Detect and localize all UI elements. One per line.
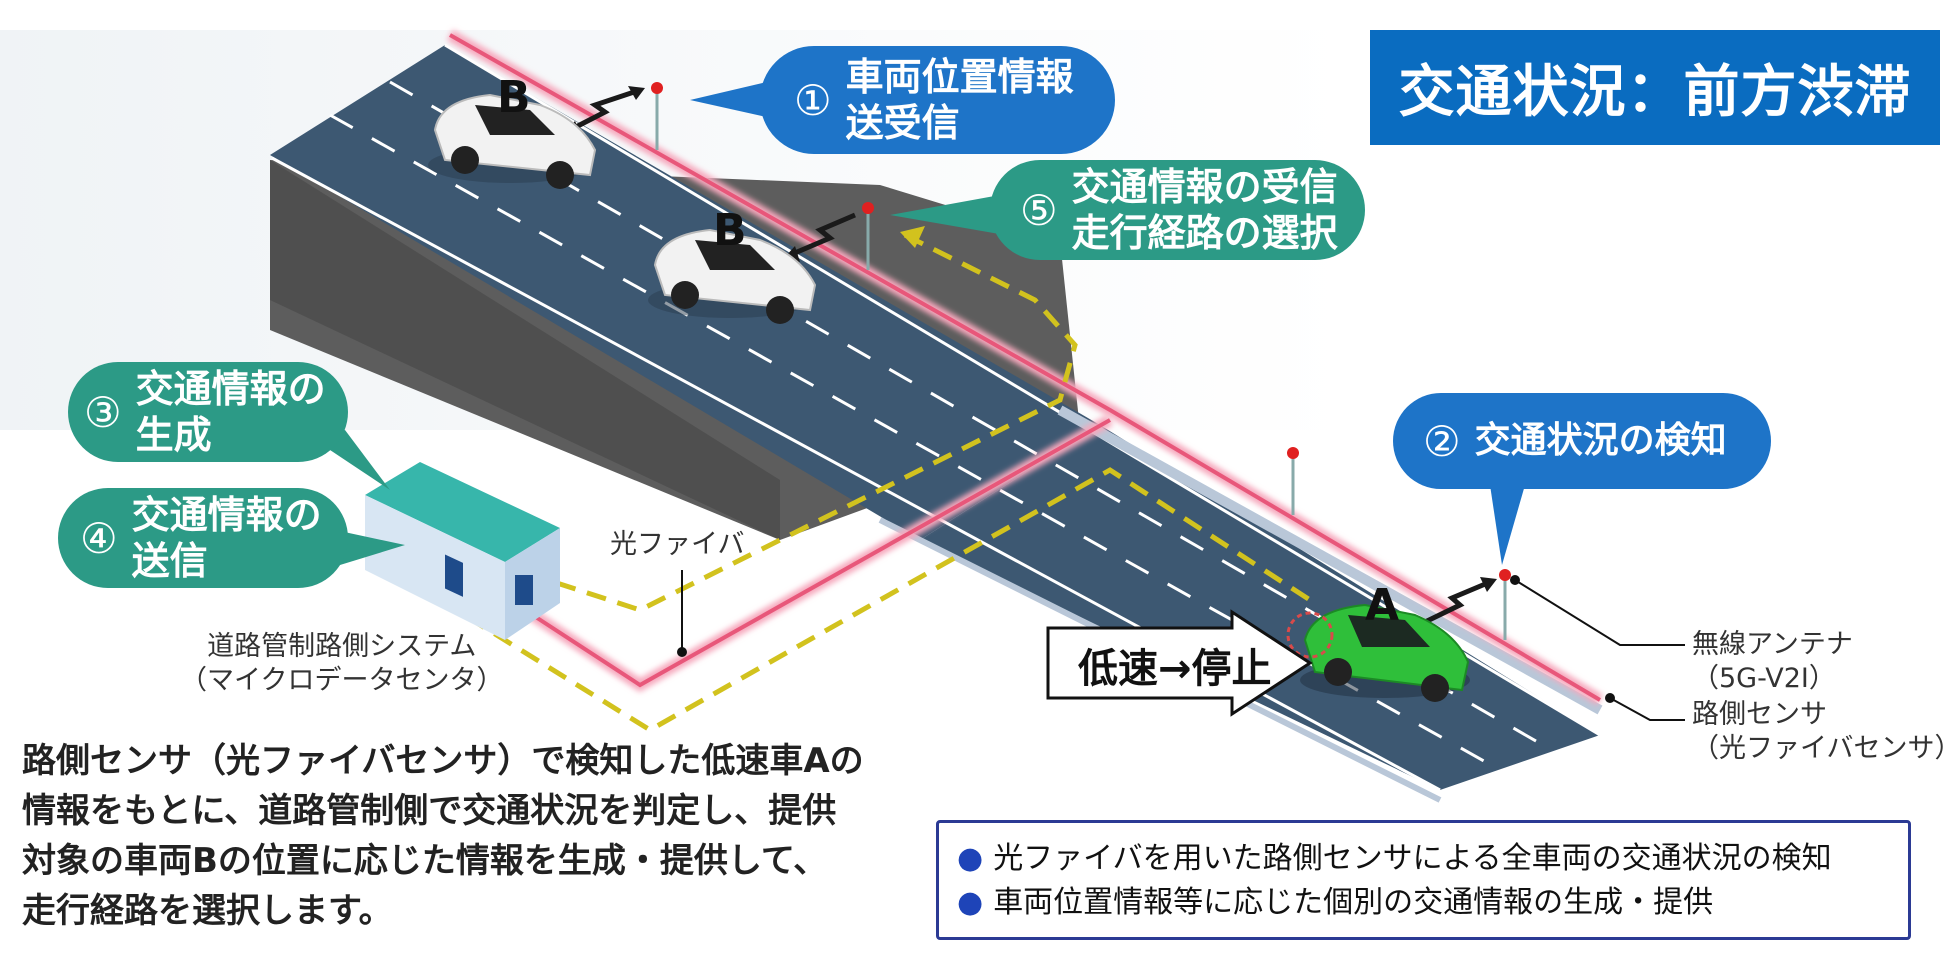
bubble-5-line2: 走行経路の選択 [1071,211,1338,255]
car-b-top [428,93,597,189]
bubble-2-tail [1490,485,1525,565]
embankment-side [270,160,780,540]
car-b-middle [648,228,817,324]
bullet-icon: ● [957,885,984,920]
bubble-2-number: ② [1423,416,1461,466]
car-a-label: A [1365,580,1400,631]
bubble-1-tail [690,80,780,120]
bubble-traffic-detection: ② 交通状況の検知 [1393,393,1771,489]
bubble-2-line1: 交通状況の検知 [1474,420,1727,461]
antenna-pointer-dot [1510,575,1520,585]
bubble-3-line2: 生成 [135,413,212,457]
antenna-label: 無線アンテナ （5G-V2I） [1692,628,1853,696]
description-line: 対象の車両Bの位置に応じた情報を生成・提供して、 [22,841,828,881]
bubble-info-generation: ③ 交通情報の 生成 [68,362,348,462]
antenna-pole-4 [1499,569,1511,640]
key-point-text: 光ファイバを用いた路側センサによる全車両の交通状況の検知 [993,841,1832,876]
sensor-pointer [1609,697,1685,721]
bubble-1-line1: 車両位置情報 [845,55,1074,99]
bubble-1-number: ① [794,75,832,125]
key-point: ● 光ファイバを用いた路側センサによる全車両の交通状況の検知 [957,837,1890,881]
fiber-line [447,29,1604,706]
bubble-3-number: ③ [84,387,122,437]
key-point-text: 車両位置情報等に応じた個別の交通情報の生成・提供 [993,885,1714,920]
guard-rail [1057,405,1603,715]
bubble-5-line1: 交通情報の受信 [1071,165,1338,209]
sensor-label: 路側センサ （光ファイバセンサ） [1692,698,1950,766]
system-label-line2: （マイクロデータセンタ） [180,665,504,696]
system-label: 道路管制路側システム （マイクロデータセンタ） [180,630,503,698]
fiber-pointer-dot [677,647,687,657]
sensor-label-line1: 路側センサ [1692,699,1827,730]
bubble-4-line1: 交通情報の [131,493,322,537]
lowspeed-arrow [1046,609,1313,717]
bullet-icon: ● [957,841,984,876]
description-line: 走行経路を選択します。 [22,891,393,931]
sensor-label-line2: （光ファイバセンサ） [1692,733,1950,764]
lowspeed-label: 低速→停止 [1078,646,1272,692]
system-label-line1: 道路管制路側システム [207,631,477,662]
bubble-3-line1: 交通情報の [135,367,326,411]
antenna-pole-2 [862,202,874,270]
car-b-middle-label: B [713,205,747,256]
description-line: 情報をもとに、道路管制側で交通状況を判定し、提供 [22,791,837,831]
bubble-route-selection: ⑤ 交通情報の受信 走行経路の選択 [990,160,1365,260]
bubble-4-line2: 送信 [131,539,208,583]
car-a [1286,603,1470,702]
key-points-box: ● 光ファイバを用いた路側センサによる全車両の交通状況の検知 ● 車両位置情報等に応… [936,820,1911,940]
bubble-4-tail [335,530,405,565]
sensor-pointer-dot [1605,693,1615,703]
bubble-info-transmission: ④ 交通情報の 送信 [58,488,348,588]
fiber-label: 光ファイバ [610,529,745,560]
wireless-arrow-3 [1423,577,1497,625]
bubble-4-number: ④ [80,513,118,563]
description-line: 路側センサ（光ファイバセンサ）で検知した低速車Aの [22,741,864,781]
antenna-label-line1: 無線アンテナ [1692,629,1853,660]
bubble-vehicle-position: ① 車両位置情報 送受信 [760,46,1115,154]
key-point: ● 車両位置情報等に応じた個別の交通情報の生成・提供 [957,881,1890,925]
bubble-5-tail [890,195,1005,235]
data-center-building [365,462,560,640]
page-title: 交通状況：前方渋滞 [1370,30,1940,145]
bubble-1-line2: 送受信 [845,101,960,145]
antenna-pole-1 [651,82,663,150]
antenna-pole-3 [1287,447,1299,515]
bubble-5-number: ⑤ [1020,185,1058,235]
antenna-label-line2: （5G-V2I） [1692,663,1836,694]
description: 路側センサ（光ファイバセンサ）で検知した低速車Aの 情報をもとに、道路管制側で交… [22,736,902,936]
antenna-pointer [1514,579,1685,646]
car-b-top-label: B [497,72,531,123]
